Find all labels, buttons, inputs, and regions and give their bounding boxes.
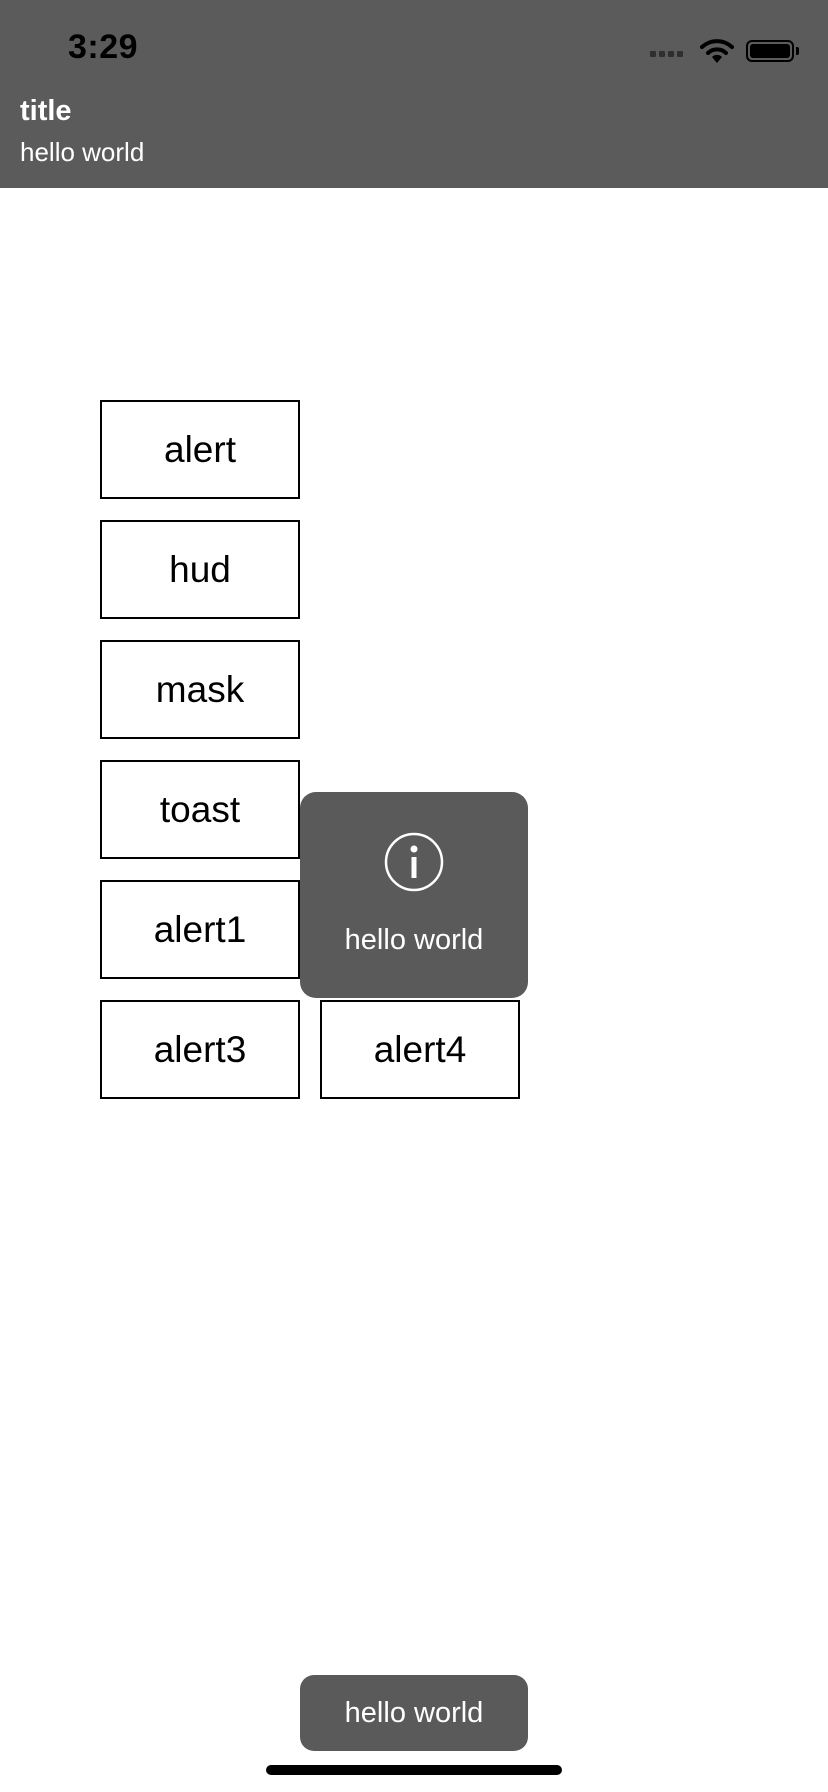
cellular-signal-icon xyxy=(650,45,686,57)
home-indicator[interactable] xyxy=(266,1765,562,1775)
alert4-button[interactable]: alert4 xyxy=(320,1000,520,1099)
alert1-button[interactable]: alert1 xyxy=(100,880,300,979)
status-icons xyxy=(650,36,799,66)
hud-message: hello world xyxy=(344,924,484,956)
wifi-icon xyxy=(700,39,734,63)
hud-button[interactable]: hud xyxy=(100,520,300,619)
hud-popup: hello world xyxy=(300,792,528,998)
notification-banner[interactable]: 3:29 title hello world xyxy=(0,0,828,188)
alert3-button[interactable]: alert3 xyxy=(100,1000,300,1099)
banner-title: title xyxy=(20,95,72,127)
info-icon xyxy=(384,832,444,892)
status-time: 3:29 xyxy=(68,28,139,66)
toast-button[interactable]: toast xyxy=(100,760,300,859)
alert-button[interactable]: alert xyxy=(100,400,300,499)
banner-subtitle: hello world xyxy=(20,137,145,167)
battery-icon xyxy=(746,40,799,62)
toast-message: hello world xyxy=(300,1675,528,1751)
mask-button[interactable]: mask xyxy=(100,640,300,739)
